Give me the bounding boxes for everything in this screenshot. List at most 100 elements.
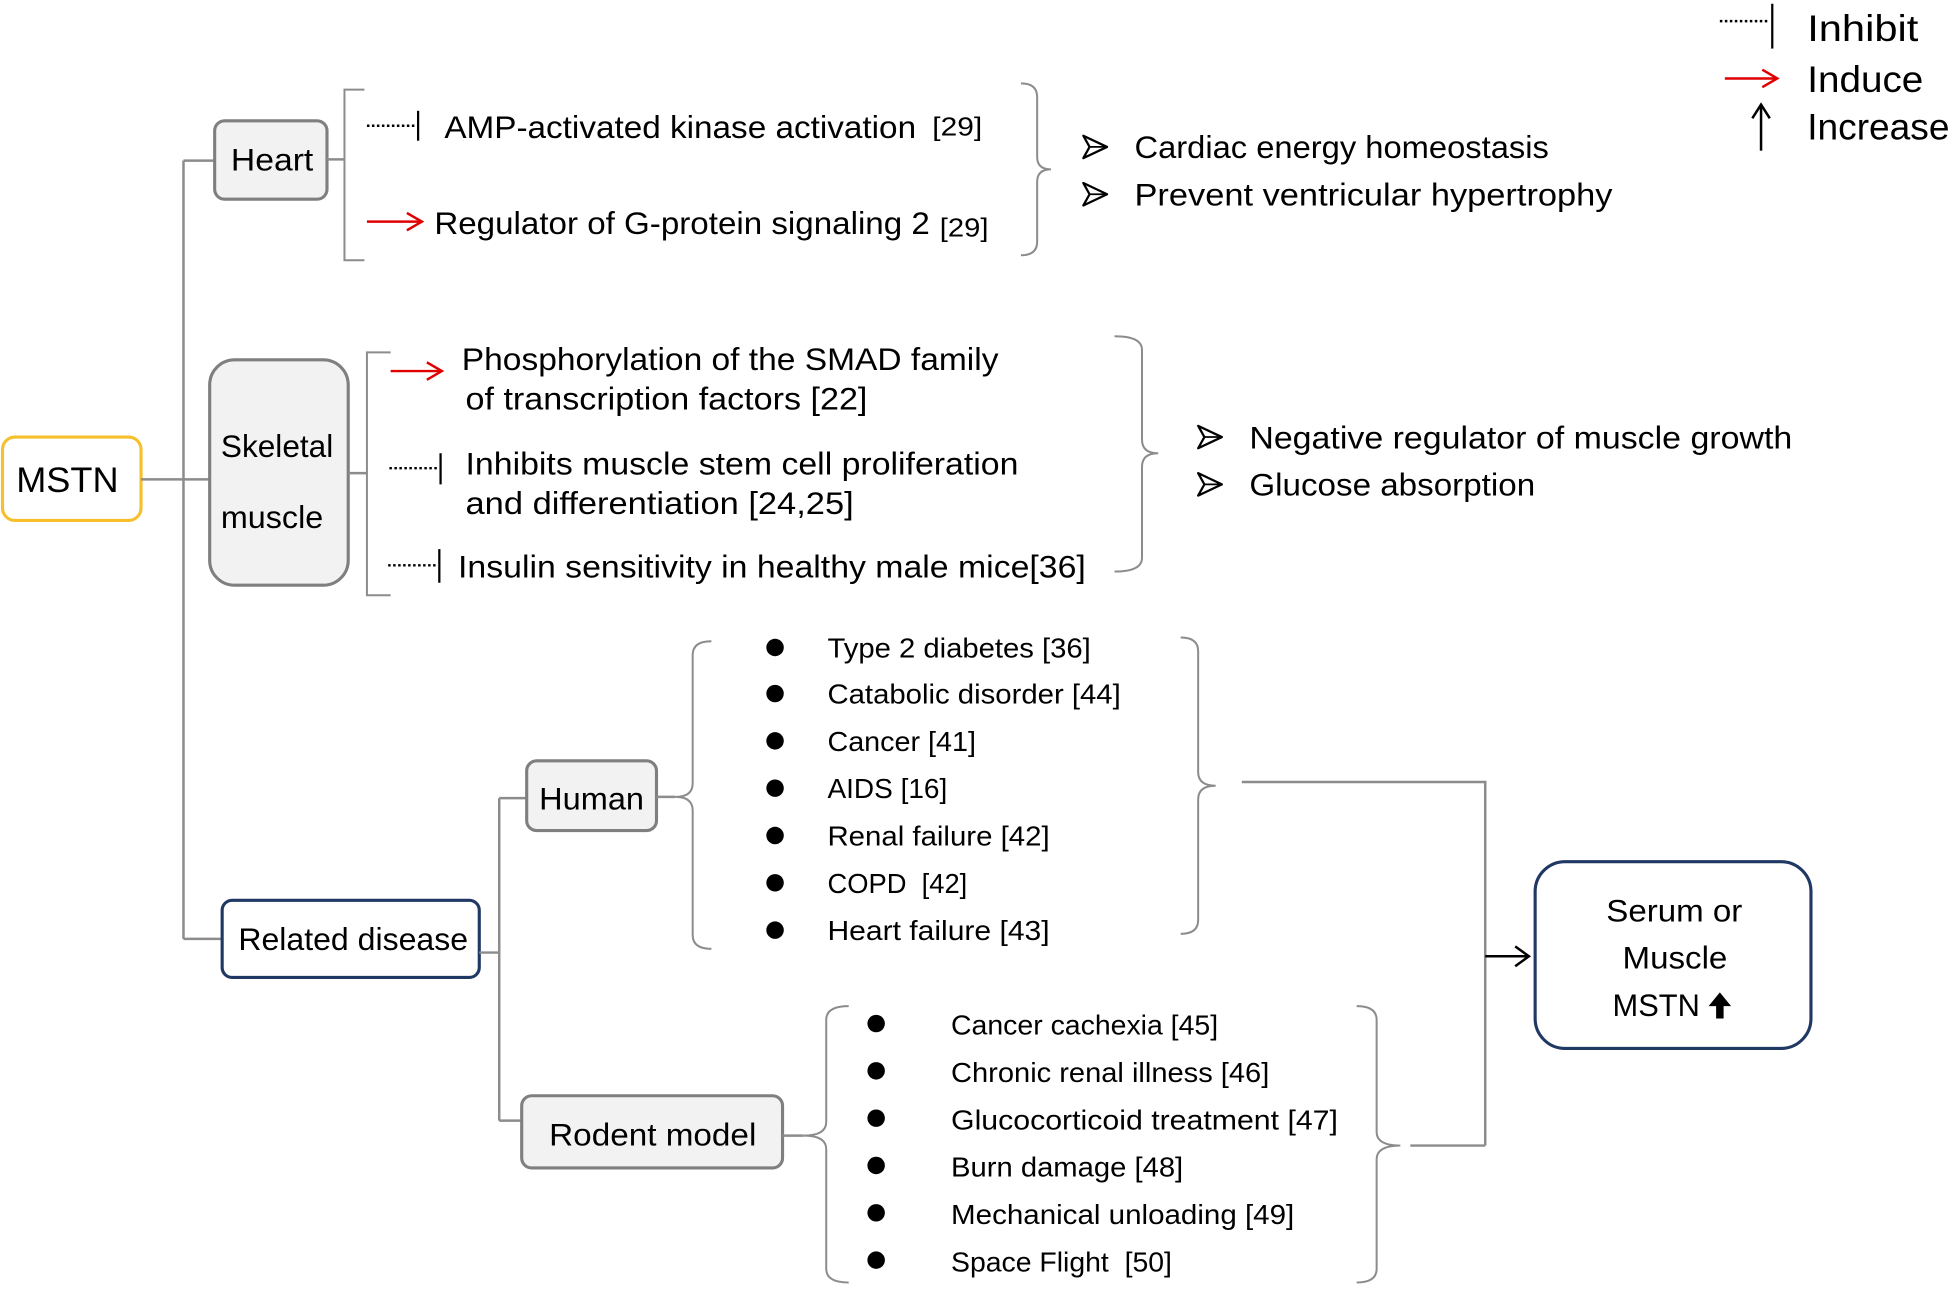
human-condition-text: COPD [42]	[827, 868, 967, 899]
skeletal-mechanism-induce: Phosphorylation of the SMAD family of tr…	[390, 342, 999, 417]
list-item: Chronic renal illness [46]	[867, 1057, 1269, 1088]
bullet-dot-icon	[766, 921, 784, 939]
heart-mechanism-ref: [29]	[932, 112, 982, 142]
related-disease-label: Related disease	[238, 922, 468, 957]
human-condition-text: AIDS [16]	[827, 773, 947, 804]
bullet-dot-icon	[867, 1014, 885, 1033]
skeletal-mechanism-inhibit: Inhibits muscle stem cell proliferation …	[389, 446, 1018, 521]
legend-inhibit-label: Inhibit	[1807, 7, 1919, 49]
legend: Inhibit Induce Increase	[1719, 3, 1950, 151]
bold-up-arrow-icon	[1708, 992, 1732, 1019]
skeletal-mechanism-text: of transcription factors [22]	[466, 382, 868, 417]
list-item: Cancer cachexia [45]	[867, 1010, 1218, 1041]
root-node: MSTN	[0, 435, 143, 523]
list-item: Cancer [41]	[766, 726, 976, 757]
rodent-condition-text: Space Flight [50]	[951, 1246, 1172, 1277]
rodent-condition-text: Chronic renal illness [46]	[951, 1057, 1269, 1088]
skeletal-mechanism-inhibit: Insulin sensitivity in healthy male mice…	[388, 549, 1086, 585]
legend-increase-label: Increase	[1807, 105, 1949, 147]
induce-arrow-icon	[1724, 68, 1780, 89]
heart-outcome: Cardiac energy homeostasis	[1082, 130, 1549, 165]
skeletal-muscle-branch: Skeletal muscle Phosphorylation of the S…	[208, 335, 1792, 597]
rodent-right-brace	[1356, 1005, 1401, 1284]
list-item: Space Flight [50]	[867, 1246, 1172, 1277]
heart-mechanism-text: Regulator of G-protein signaling 2	[434, 206, 929, 241]
skeletal-mechanism-text: Inhibits muscle stem cell proliferation	[466, 446, 1019, 481]
induce-arrow-icon	[390, 361, 445, 381]
result-line: Serum or	[1606, 893, 1742, 928]
induce-arrow-head	[1761, 68, 1780, 89]
rodent-condition-text: Cancer cachexia [45]	[951, 1010, 1218, 1041]
skeletal-muscle-label-line: muscle	[221, 500, 323, 535]
human-left-brace	[675, 640, 712, 950]
result-arrow-head	[1514, 945, 1532, 968]
list-item: AIDS [16]	[766, 773, 947, 804]
list-item: COPD [42]	[766, 868, 967, 899]
list-item: Glucocorticoid treatment [47]	[867, 1104, 1338, 1135]
bullet-dot-icon	[766, 826, 784, 845]
increase-arrow-head	[1751, 102, 1771, 119]
trunk-connectors	[141, 159, 223, 941]
bullet-dot-icon	[766, 684, 784, 703]
rodent-left-brace	[803, 1005, 849, 1284]
bullet-dot-icon	[766, 638, 784, 657]
heart-left-bracket	[343, 88, 365, 262]
list-item: Burn damage [48]	[867, 1152, 1183, 1183]
skeletal-outcome: Glucose absorption	[1197, 468, 1535, 503]
human-condition-text: Heart failure [43]	[827, 915, 1049, 946]
heart-branch: Heart AMP-activated kinase activation [2…	[213, 82, 1613, 262]
rodent-condition-text: Glucocorticoid treatment [47]	[951, 1104, 1338, 1135]
rodent-condition-text: Burn damage [48]	[951, 1152, 1183, 1183]
bullet-dot-icon	[766, 874, 784, 892]
root-label: MSTN	[16, 461, 118, 500]
human-condition-text: Catabolic disorder [44]	[827, 679, 1120, 710]
result-arrow-icon	[1485, 945, 1532, 968]
result-line: MSTN	[1613, 988, 1700, 1023]
skeletal-mechanism-text: and differentiation [24,25]	[466, 486, 854, 521]
rodent-model-group: Rodent model Cancer cachexia [45] Chroni…	[520, 1005, 1401, 1284]
list-item: Heart failure [43]	[766, 915, 1050, 946]
skeletal-outcome: Negative regulator of muscle growth	[1197, 420, 1792, 455]
skeletal-mechanism-text: Phosphorylation of the SMAD family	[462, 342, 999, 377]
merge-connectors	[1241, 780, 1532, 1147]
induce-arrow-head	[426, 361, 445, 381]
list-item: Mechanical unloading [49]	[867, 1199, 1294, 1230]
result-node: Serum or Muscle MSTN	[1533, 860, 1813, 1050]
bullet-dot-icon	[867, 1156, 885, 1175]
human-condition-text: Type 2 diabetes [36]	[827, 632, 1090, 663]
result-box	[1533, 860, 1813, 1050]
heart-mechanism-induce: Regulator of G-protein signaling 2 [29]	[366, 206, 989, 243]
inhibit-icon	[389, 453, 442, 485]
heart-outcome-text: Cardiac energy homeostasis	[1135, 130, 1549, 165]
human-condition-text: Renal failure [42]	[827, 821, 1049, 852]
inhibit-icon	[1719, 3, 1774, 49]
increase-up-arrow-icon	[1751, 102, 1771, 151]
list-item: Renal failure [42]	[766, 821, 1050, 852]
list-item: Catabolic disorder [44]	[766, 679, 1121, 710]
legend-induce-label: Induce	[1807, 58, 1923, 100]
heart-mechanism-inhibit: AMP-activated kinase activation [29]	[366, 110, 982, 145]
bullet-dot-icon	[766, 779, 784, 797]
arrow-bullet-icon	[1082, 134, 1109, 160]
heart-outcome: Prevent ventricular hypertrophy	[1082, 177, 1613, 212]
human-label: Human	[539, 781, 644, 816]
human-to-result-line	[1241, 780, 1487, 1146]
human-group: Human Type 2 diabetes [36] Catabolic dis…	[525, 632, 1216, 950]
human-condition-text: Cancer [41]	[827, 726, 976, 757]
heart-right-brace	[1020, 82, 1051, 257]
skeletal-outcome-text: Glucose absorption	[1249, 468, 1535, 503]
bullet-dot-icon	[867, 1251, 885, 1269]
heart-mechanism-ref: [29]	[940, 213, 989, 243]
inhibit-icon	[388, 549, 441, 583]
inhibit-icon	[366, 110, 420, 141]
induce-arrow-icon	[366, 211, 425, 232]
arrow-bullet-icon	[1082, 181, 1109, 207]
skeletal-right-brace	[1114, 335, 1159, 573]
induce-arrow-head	[406, 211, 425, 232]
bullet-dot-icon	[867, 1062, 885, 1080]
skeletal-left-bracket	[365, 351, 391, 597]
skeletal-muscle-box	[208, 358, 350, 587]
arrow-bullet-icon	[1197, 472, 1223, 497]
rodent-model-label: Rodent model	[549, 1118, 756, 1153]
